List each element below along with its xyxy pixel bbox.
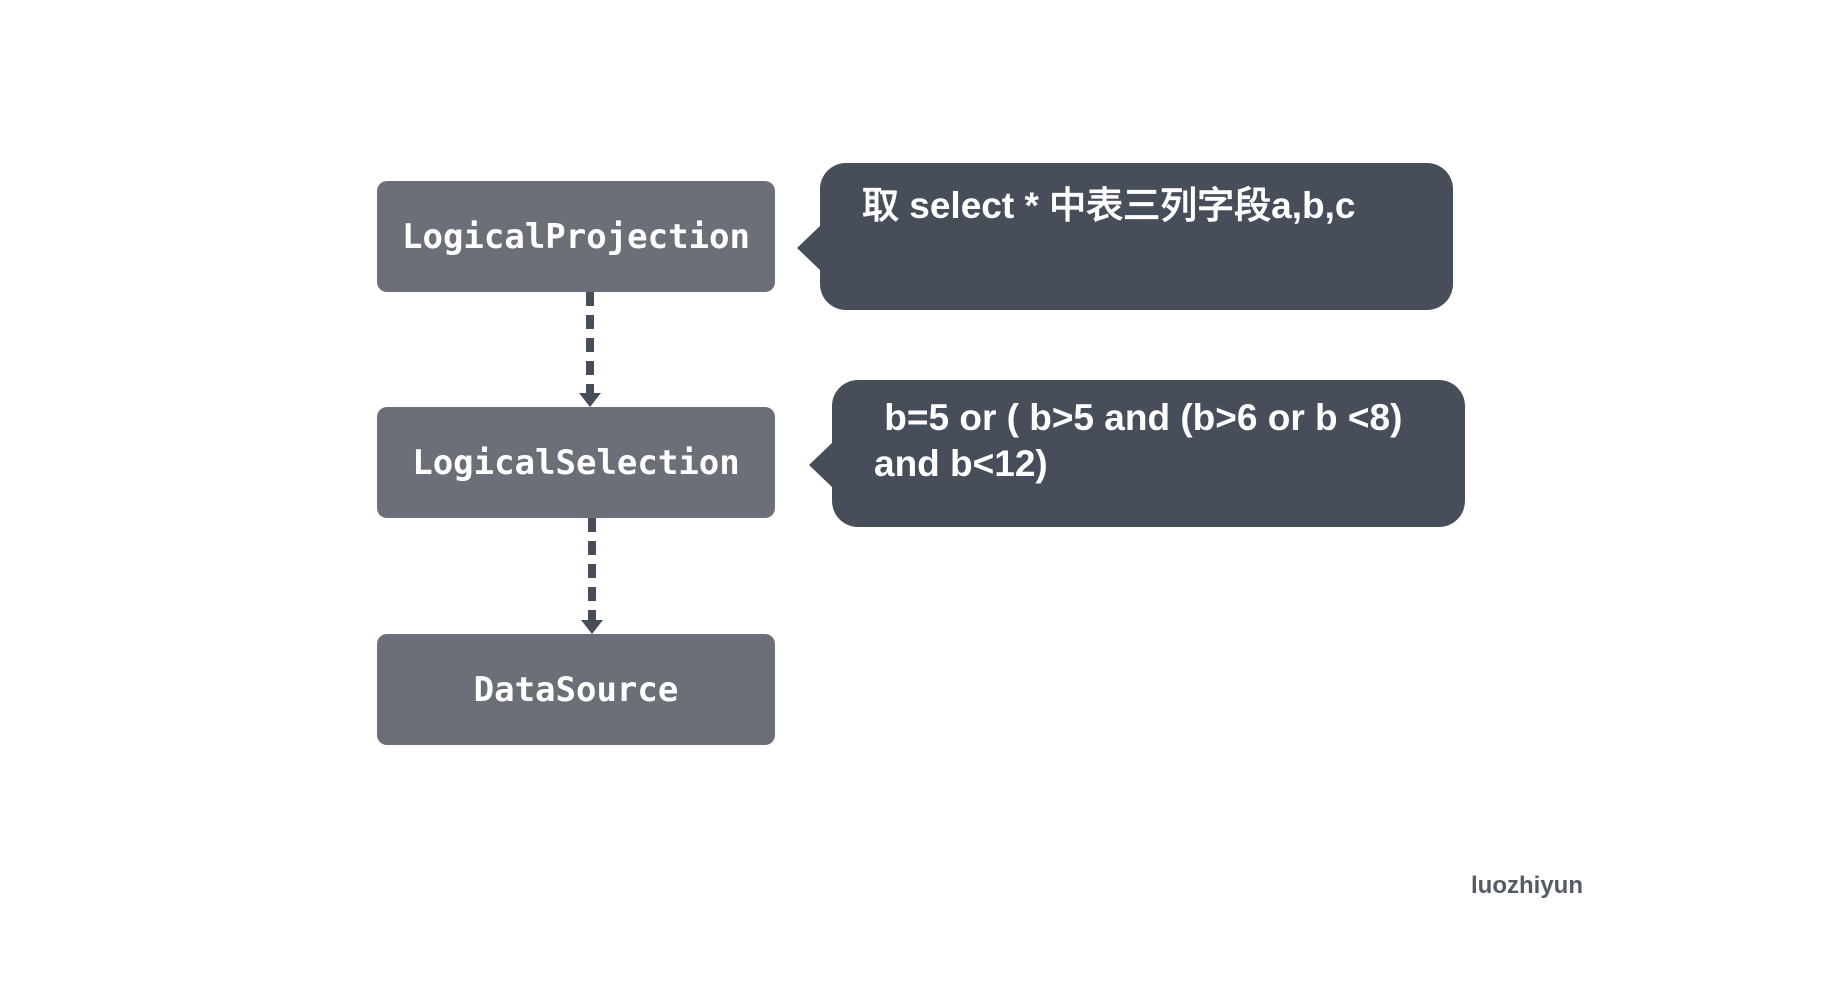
edge-selection-to-datasource	[581, 518, 603, 634]
node-label: DataSource	[473, 669, 679, 710]
node-logical-selection: LogicalSelection	[377, 407, 775, 518]
edge-projection-to-selection	[579, 292, 601, 407]
watermark: luozhiyun	[1471, 872, 1583, 899]
callout-text: b=5 or ( b>5 and (b>6 or b <8) and b<12)	[874, 397, 1403, 484]
callout-selection-note: b=5 or ( b>5 and (b>6 or b <8) and b<12)	[809, 380, 1465, 527]
callout-pointer	[809, 442, 833, 488]
callout-projection-note: 取 select * 中表三列字段a,b,c	[797, 163, 1453, 310]
node-datasource: DataSource	[377, 634, 775, 745]
arrowhead-icon	[579, 393, 601, 407]
node-logical-projection: LogicalProjection	[377, 181, 775, 292]
callout-text: 取 select * 中表三列字段a,b,c	[862, 185, 1356, 226]
node-label: LogicalSelection	[412, 442, 740, 483]
arrowhead-icon	[581, 620, 603, 634]
node-label: LogicalProjection	[402, 216, 750, 257]
callout-pointer	[797, 225, 821, 271]
